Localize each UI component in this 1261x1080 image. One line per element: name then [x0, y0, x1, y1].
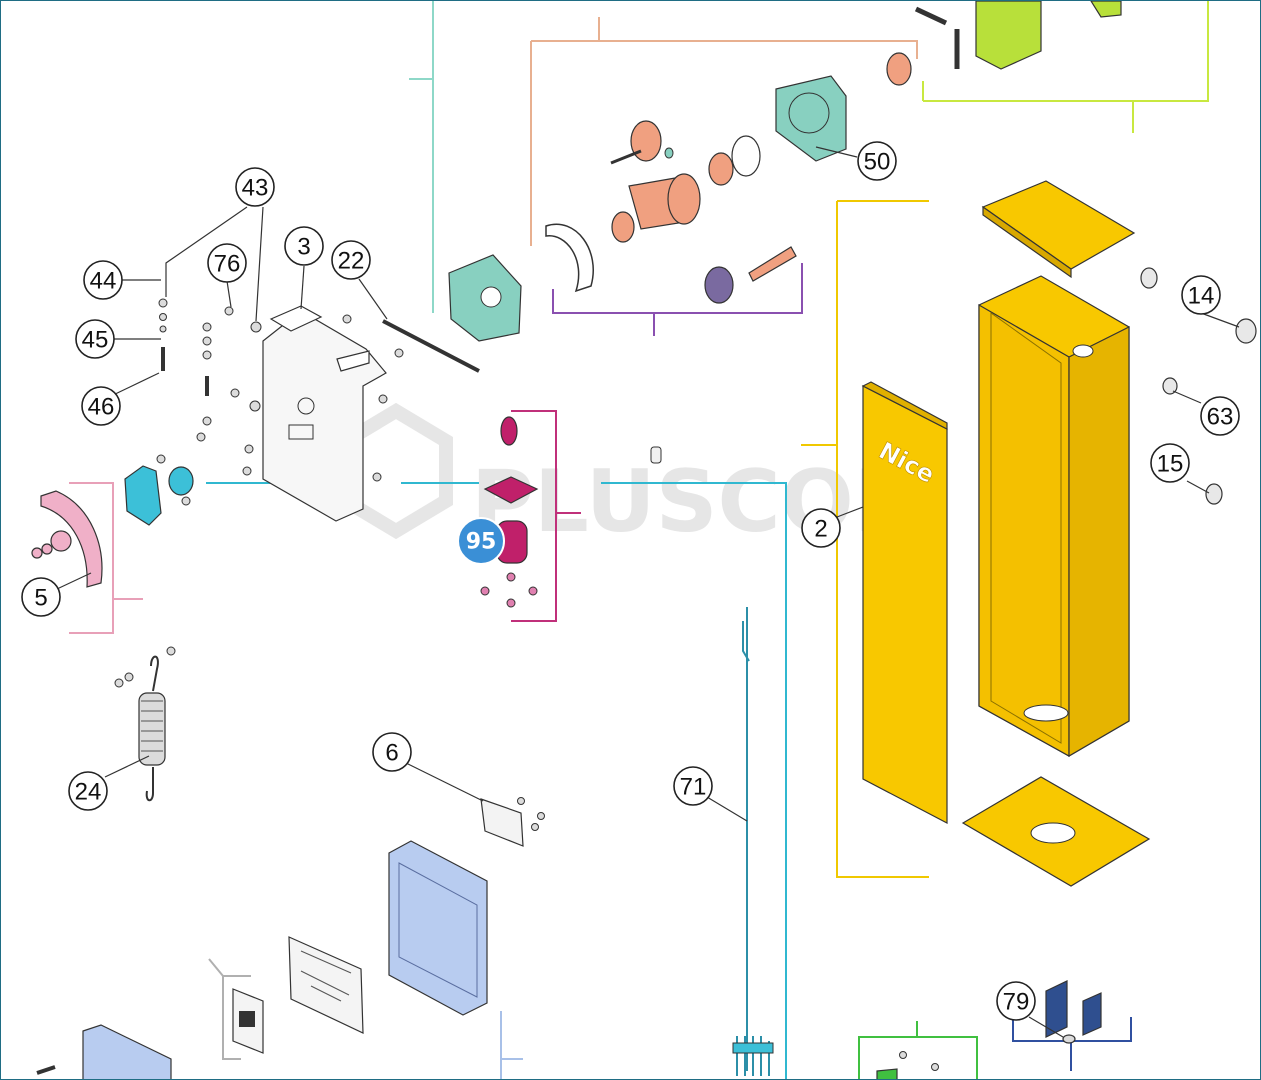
callout-label: 63 [1207, 404, 1234, 431]
motor-assembly [480, 416, 539, 608]
callout-label: 22 [338, 248, 365, 275]
callout-label: 5 [34, 585, 47, 612]
bottom-parts [36, 980, 1102, 1079]
watermark-text: PLUSCOM [471, 452, 939, 552]
callout-6[interactable]: 6 [372, 732, 412, 772]
callout-76[interactable]: 76 [207, 243, 247, 283]
cabinet-body [961, 180, 1151, 887]
callout-50[interactable]: 50 [857, 141, 897, 181]
callout-label: 24 [75, 779, 102, 806]
callout-24[interactable]: 24 [68, 771, 108, 811]
cap-parts [1140, 267, 1257, 505]
callout-43[interactable]: 43 [235, 167, 275, 207]
callout-71[interactable]: 71 [673, 766, 713, 806]
spacer [650, 446, 662, 464]
circuit-boards [232, 936, 364, 1054]
callout-label: 45 [82, 327, 109, 354]
small-bracket [480, 797, 545, 847]
highlight-badge-label: 95 [466, 530, 497, 555]
spring [114, 646, 176, 802]
highlight-badge[interactable]: 95 [457, 517, 505, 565]
callout-label: 15 [1157, 451, 1184, 478]
group-lines [69, 1, 1209, 1079]
chassis-plate [262, 305, 387, 522]
callout-63[interactable]: 63 [1200, 396, 1240, 436]
wire-harness [732, 607, 774, 1076]
callout-label: 79 [1003, 989, 1030, 1016]
callout-label: 6 [385, 740, 398, 767]
callout-label: 71 [680, 774, 707, 801]
cyan-bracket [124, 454, 194, 526]
callout-label: 43 [242, 175, 269, 202]
callout-45[interactable]: 45 [75, 319, 115, 359]
callout-5[interactable]: 5 [21, 577, 61, 617]
callout-2[interactable]: 2 [801, 508, 841, 548]
callout-44[interactable]: 44 [83, 260, 123, 300]
limit-cam [31, 490, 103, 588]
green-assembly [914, 1, 1122, 70]
callout-label: 44 [90, 268, 117, 295]
callout-label: 50 [864, 149, 891, 176]
shaft [382, 319, 480, 373]
leader-lines [56, 146, 1240, 1038]
callout-label: 2 [814, 516, 827, 543]
front-panel: Nice [861, 381, 948, 824]
callout-22[interactable]: 22 [331, 240, 371, 280]
callout-46[interactable]: 46 [81, 386, 121, 426]
callout-label: 14 [1188, 283, 1215, 310]
callout-3[interactable]: 3 [284, 226, 324, 266]
callout-label: 76 [214, 251, 241, 278]
callout-79[interactable]: 79 [996, 981, 1036, 1021]
watermark: PLUSCOM [339, 402, 939, 552]
callout-label: 3 [297, 234, 310, 261]
callout-14[interactable]: 14 [1181, 275, 1221, 315]
control-box-cover [82, 840, 488, 1079]
gear-assembly [448, 52, 912, 342]
callout-15[interactable]: 15 [1150, 443, 1190, 483]
fasteners [158, 298, 404, 482]
callout-label: 46 [88, 394, 115, 421]
